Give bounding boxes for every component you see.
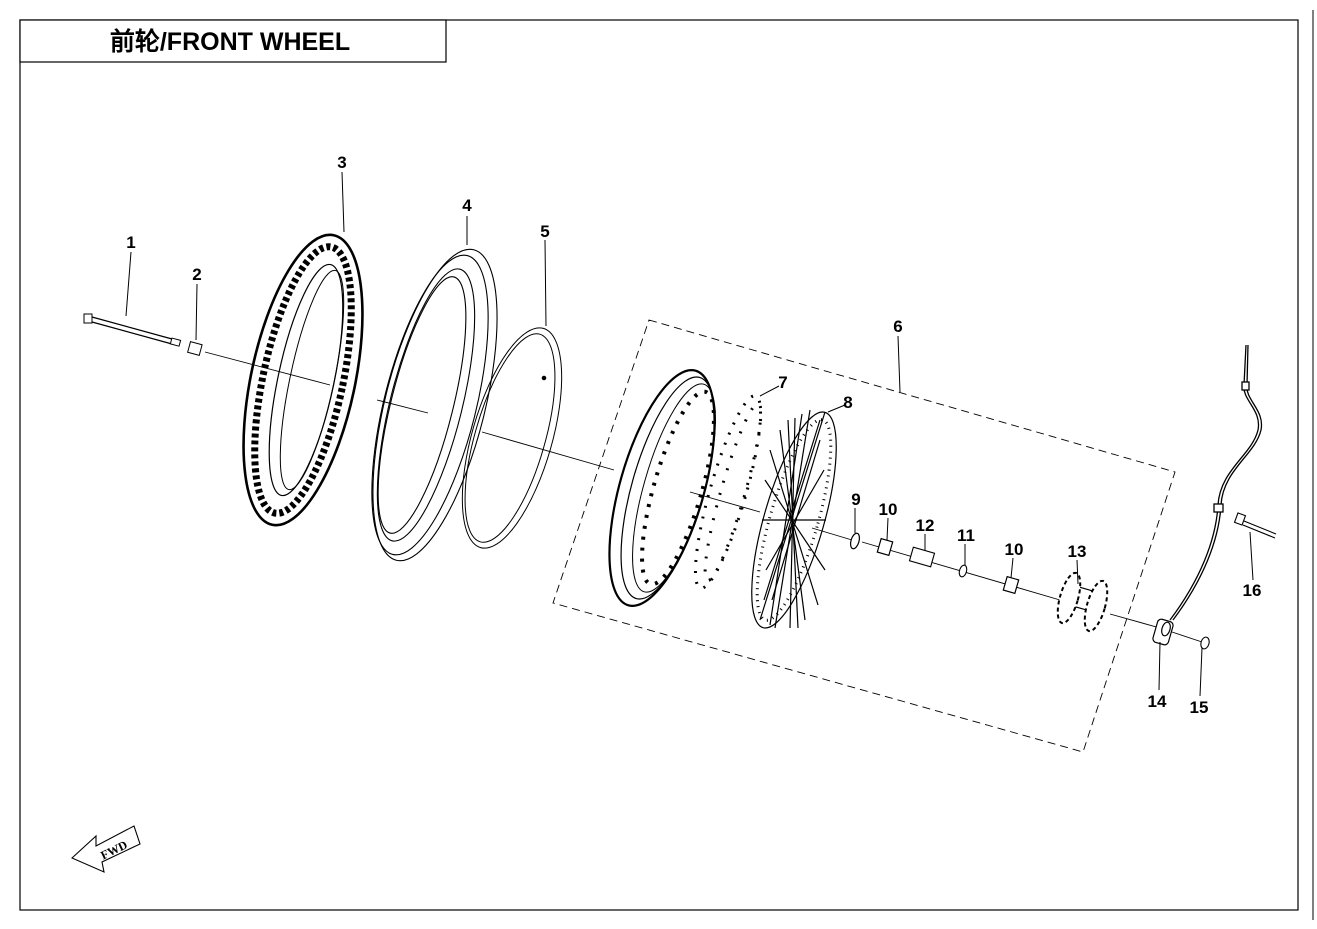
callout-16: 16 (1243, 581, 1262, 600)
part-inner-tube (371, 248, 498, 562)
callout-14: 14 (1148, 692, 1167, 711)
callout-2: 2 (192, 265, 201, 284)
part-hub (1056, 571, 1109, 633)
diagram-title: 前轮/FRONT WHEEL (110, 27, 350, 56)
part-speedometer-gearbox (1152, 618, 1174, 646)
part-spacer (187, 341, 203, 356)
part-axle (83, 313, 182, 347)
callout-12: 12 (916, 516, 935, 535)
callout-10-left: 10 (879, 500, 898, 519)
callout-leader-lines (125, 171, 1254, 697)
callout-13: 13 (1068, 542, 1087, 561)
diagram-frame (19, 19, 1299, 911)
part-collar (1200, 636, 1210, 650)
part-rim (608, 369, 716, 607)
fwd-label: FWD (98, 837, 130, 862)
part-tire (242, 233, 364, 527)
part-circlip (958, 564, 968, 578)
part-spoke-nipples (693, 394, 763, 590)
part-bearing-right (1002, 575, 1020, 595)
callout-11: 11 (957, 526, 975, 545)
callout-9: 9 (851, 490, 860, 509)
callout-8: 8 (843, 393, 852, 412)
part-spokes (751, 409, 837, 629)
callout-3: 3 (337, 153, 346, 172)
forward-direction-arrow: FWD (71, 825, 141, 873)
part-bolt (1233, 512, 1277, 539)
fwd-arrow-icon (71, 825, 141, 873)
callout-6: 6 (893, 317, 902, 336)
title-box: 前轮/FRONT WHEEL (19, 19, 447, 63)
wheel-assembly-group-outline (552, 319, 1176, 753)
part-distance-collar (908, 546, 936, 568)
part-speedometer-cable (1169, 344, 1263, 621)
callout-5: 5 (540, 222, 549, 241)
callout-4: 4 (462, 196, 472, 215)
part-rim-strip (461, 327, 563, 549)
callout-15: 15 (1190, 698, 1209, 717)
callout-1: 1 (126, 233, 135, 252)
callout-labels: 1 2 3 4 5 6 7 8 9 10 12 11 10 13 14 15 1… (126, 153, 1261, 717)
callout-10-right: 10 (1005, 540, 1024, 559)
callout-7: 7 (778, 373, 787, 392)
part-seal (849, 532, 861, 550)
part-bearing-left (876, 537, 894, 557)
